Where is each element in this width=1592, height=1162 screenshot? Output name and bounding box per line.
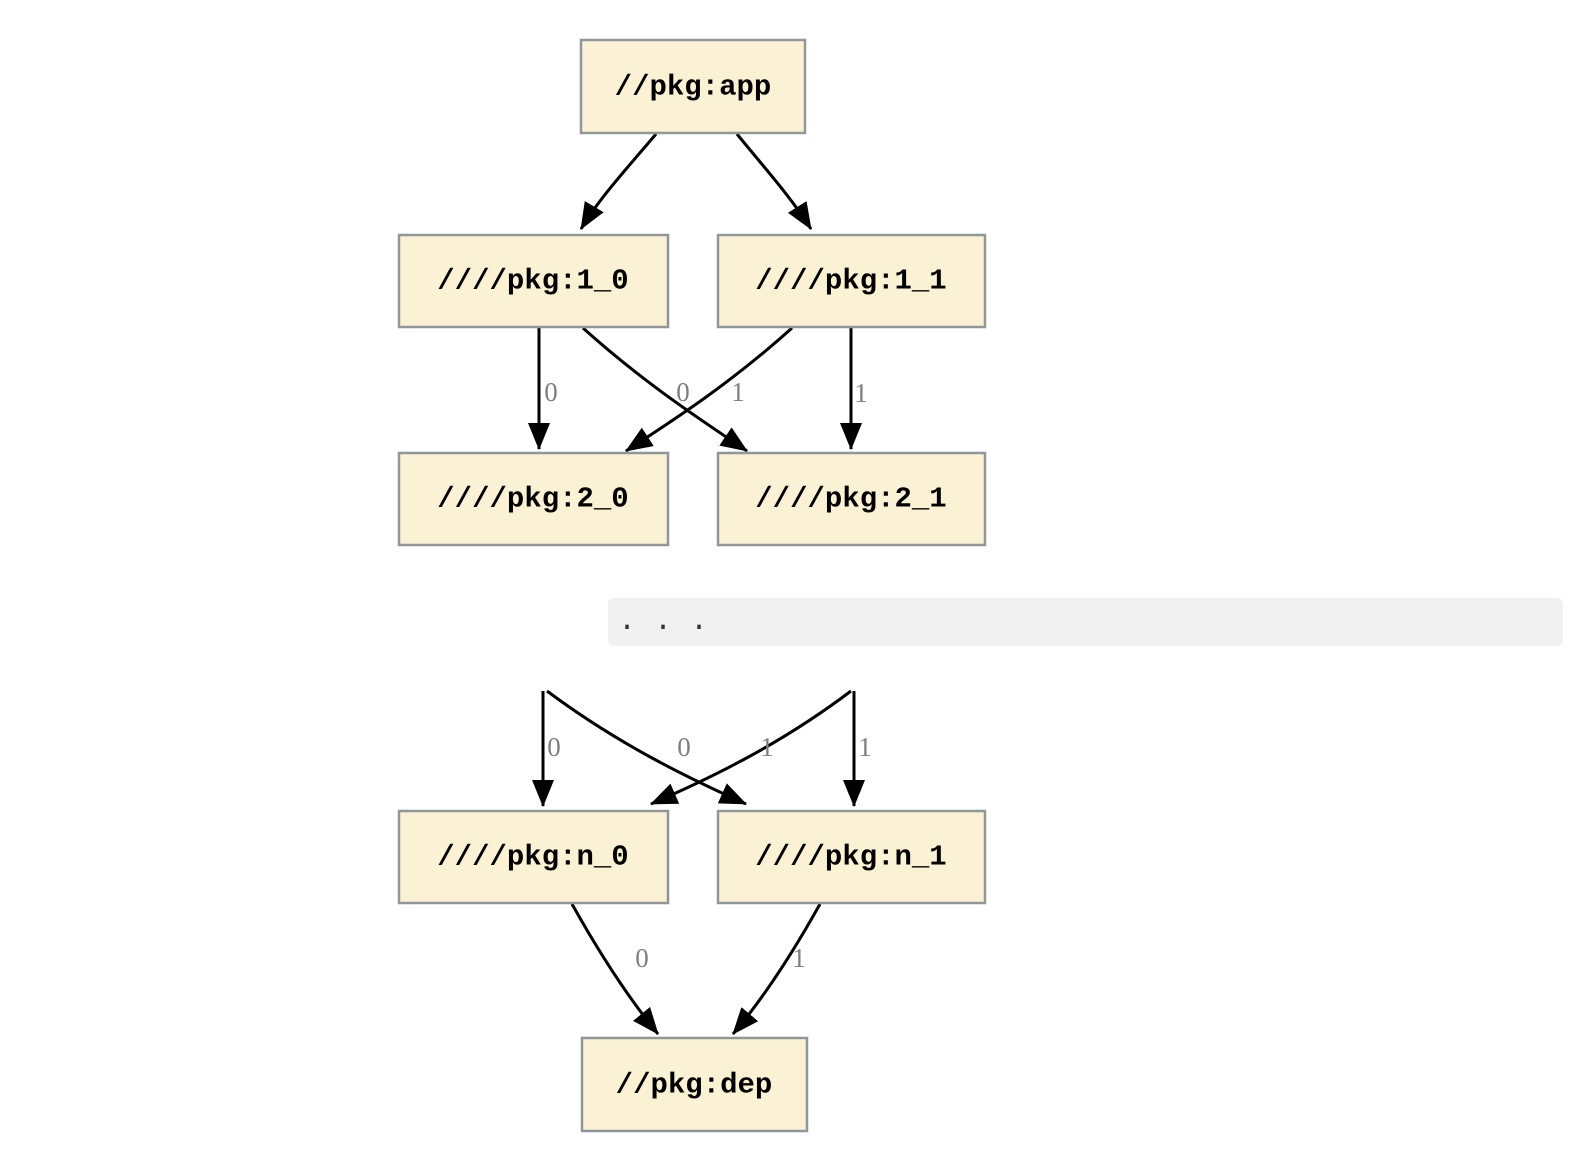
edge-n-1-to-dep — [731, 903, 822, 1035]
node-box — [716, 809, 987, 905]
node-label: ////pkg:1_0 — [437, 265, 628, 298]
node-pkg-app: //pkg:app — [579, 38, 807, 135]
edge-label-prev-cross-to-n-0: 0 — [677, 732, 691, 762]
node-label: ////pkg:2_1 — [755, 483, 946, 516]
node-label: ////pkg:n_0 — [437, 841, 628, 874]
edge-1-1-to-2-0 — [625, 326, 794, 453]
node-pkg-n-1: ////pkg:n_1 — [716, 809, 987, 905]
edge-prev-cross-to-n-0 — [650, 689, 852, 806]
ellipsis-text: . . . — [618, 605, 709, 639]
edge-n-0-to-dep — [570, 903, 660, 1035]
ellipsis-code-block: . . . — [608, 598, 1563, 646]
edge-label-n-0-to-dep: 0 — [635, 943, 649, 973]
node-label: //pkg:app — [615, 71, 772, 104]
edge-label-1-1-to-2-0: 0 — [676, 377, 690, 407]
node-box — [579, 38, 807, 135]
node-pkg-1-0: ////pkg:1_0 — [397, 233, 670, 329]
node-pkg-dep: //pkg:dep — [580, 1036, 809, 1133]
node-label: //pkg:dep — [616, 1069, 773, 1102]
edge-label-n-1-to-dep: 1 — [792, 943, 806, 973]
node-label: ////pkg:n_1 — [755, 841, 946, 874]
edge-app-to-1-0 — [579, 133, 658, 230]
edge-label-1-0-to-2-1: 1 — [731, 377, 745, 407]
node-label: ////pkg:1_1 — [755, 265, 946, 298]
edge-label-prev-to-n-0: 0 — [547, 732, 561, 762]
node-pkg-1-1: ////pkg:1_1 — [716, 233, 987, 329]
node-box — [716, 233, 987, 329]
node-box — [716, 451, 987, 547]
node-pkg-2-0: ////pkg:2_0 — [397, 451, 670, 547]
node-box — [397, 233, 670, 329]
edge-prev-cross-to-n-1 — [546, 689, 747, 806]
edge-label-prev-cross-to-n-1: 1 — [760, 732, 774, 762]
node-pkg-n-0: ////pkg:n_0 — [397, 809, 670, 905]
node-box — [397, 809, 670, 905]
node-box — [580, 1036, 809, 1133]
edge-label-prev-to-n-1: 1 — [858, 732, 872, 762]
edge-1-0-to-2-1 — [581, 326, 748, 453]
node-box — [397, 451, 670, 547]
node-pkg-2-1: ////pkg:2_1 — [716, 451, 987, 547]
node-label: ////pkg:2_0 — [437, 483, 628, 516]
edge-label-1-0-to-2-0: 0 — [544, 377, 558, 407]
edge-app-to-1-1 — [735, 133, 813, 230]
edge-label-1-1-to-2-1: 1 — [854, 378, 868, 408]
